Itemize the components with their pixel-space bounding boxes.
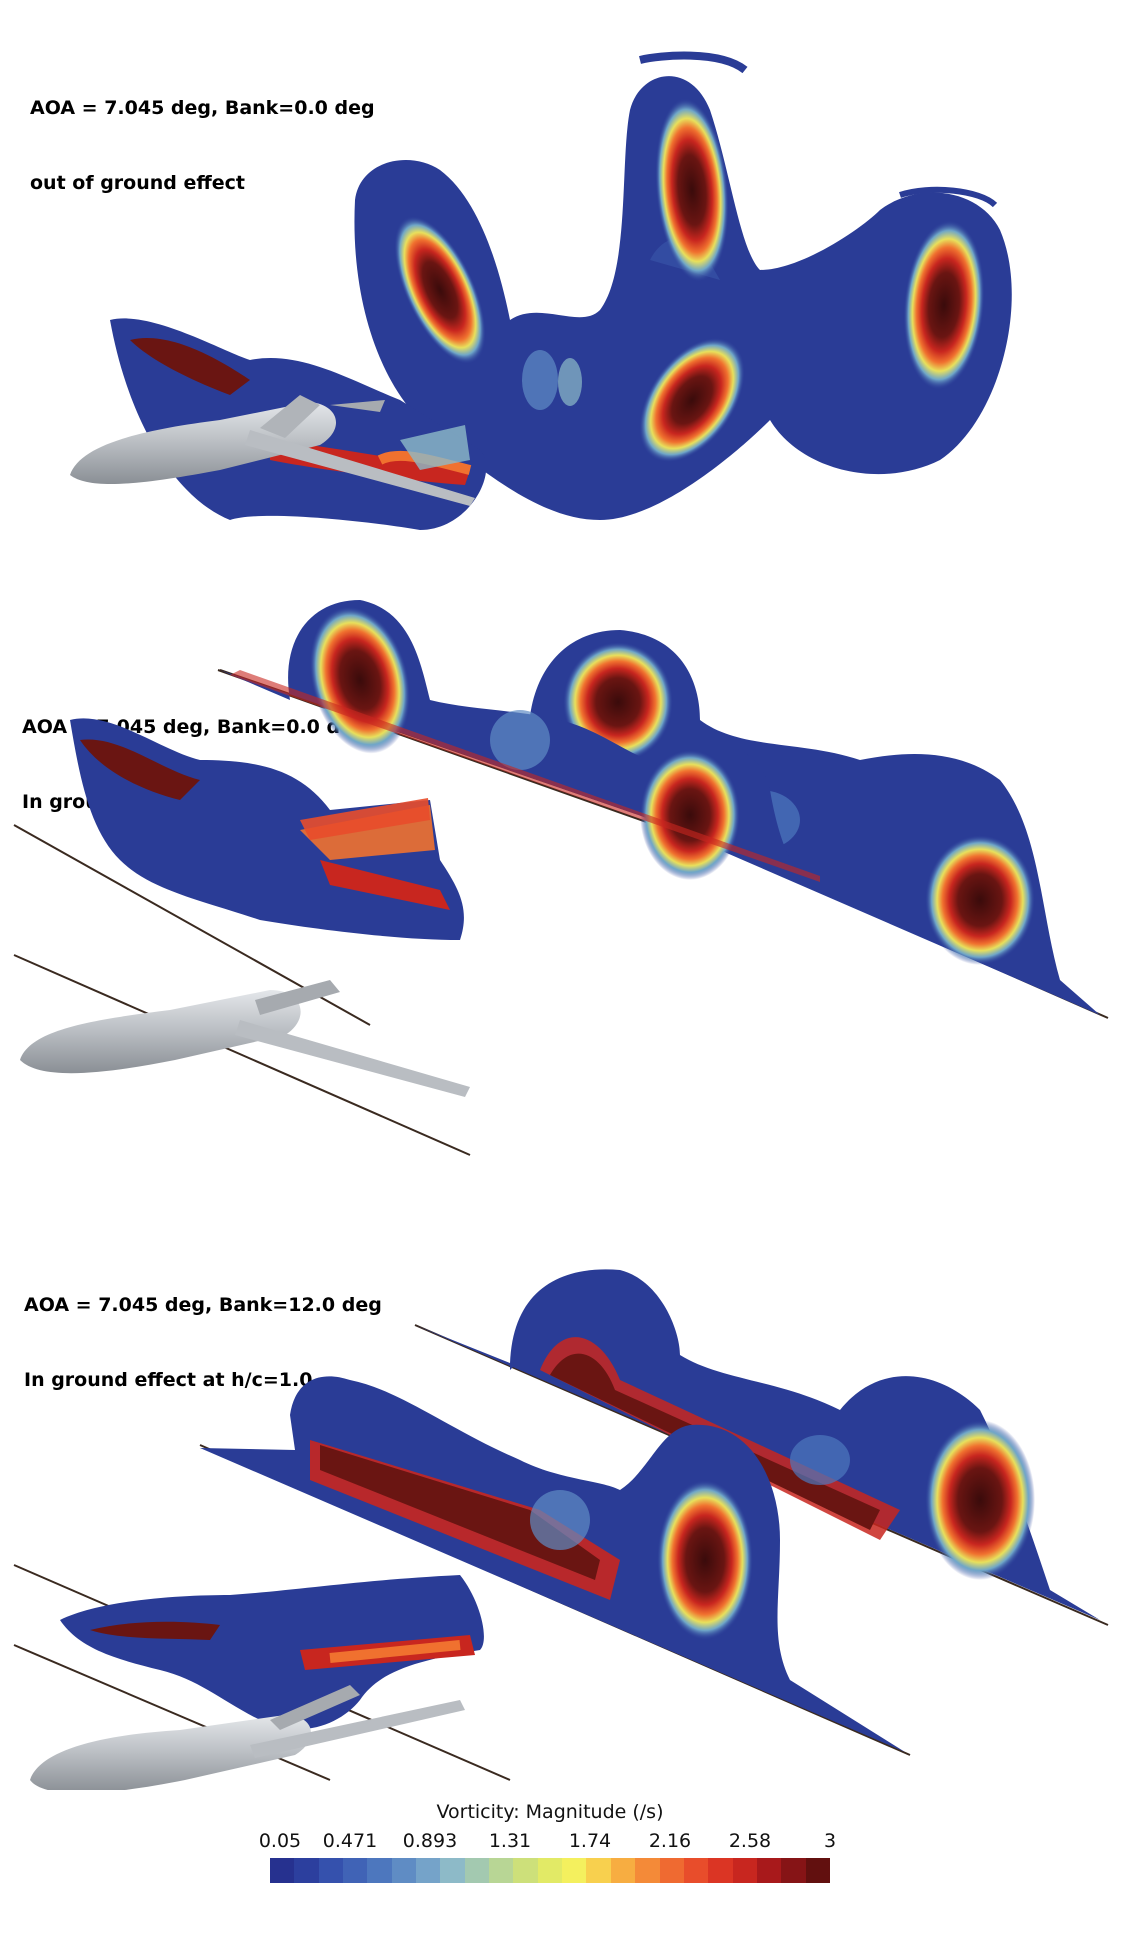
wake-plane-far [415,1269,1100,1620]
panel-ground-effect-bank-12: AOA = 7.045 deg, Bank=12.0 deg In ground… [0,1180,1122,1790]
colorbar-swatch [416,1858,441,1883]
wake-plane-near [200,1376,905,1752]
caption-line-1: AOA = 7.045 deg, Bank=12.0 deg [24,1294,382,1316]
panel-ground-effect-bank-0: AOA = 7.045 deg, Bank=0.0 deg In ground … [0,560,1122,1180]
colorbar-swatch [732,1858,757,1883]
colorbar-swatch [586,1858,611,1883]
vorticity-plot-2 [13,600,1109,1156]
colorbar-swatch [270,1858,295,1883]
aircraft-model [20,718,470,1097]
colorbar-tick-label: 2.58 [728,1830,772,1852]
colorbar-swatch [537,1858,563,1883]
caption-line-2: In ground effect at h/c=1.0 [24,1369,313,1391]
colorbar-swatch [756,1858,782,1883]
panel-caption: AOA = 7.045 deg, Bank=0.0 deg out of gro… [30,46,375,246]
colorbar-swatch [440,1858,465,1883]
colorbar [270,1858,830,1883]
vorticity-plot-3 [13,1269,1109,1790]
colorbar-tick-label: 2.16 [648,1830,692,1852]
wake-vortex-field [354,51,1012,520]
colorbar-swatch [513,1858,538,1883]
colorbar-title: Vorticity: Magnitude (/s) [436,1801,664,1823]
colorbar-tick-label: 1.31 [488,1830,532,1852]
colorbar-tick-label: 3 [823,1830,837,1852]
caption-line-2: out of ground effect [30,172,246,194]
wake-plane-near [220,600,820,882]
colorbar-swatch [659,1858,684,1883]
colorbar-tick-label: 0.471 [322,1830,378,1852]
colorbar-swatch [610,1858,636,1883]
caption-line-1: AOA = 7.045 deg, Bank=0.0 deg [30,97,375,119]
colorbar-swatch [781,1858,806,1883]
aircraft-model [70,318,487,530]
colorbar-swatch [464,1858,490,1883]
colorbar-swatch [343,1858,368,1883]
colorbar-swatch [708,1858,733,1883]
panel-caption: AOA = 7.045 deg, Bank=12.0 deg In ground… [24,1243,382,1443]
colorbar-tick-label: 0.05 [258,1830,302,1852]
colorbar-swatch [562,1858,587,1883]
vorticity-plot-1 [70,51,1012,530]
colorbar-swatch [367,1858,392,1883]
colorbar-swatch [318,1858,344,1883]
panel-out-of-ground-effect: AOA = 7.045 deg, Bank=0.0 deg out of gro… [0,0,1122,560]
colorbar-swatch [391,1858,417,1883]
colorbar-swatch [683,1858,709,1883]
aircraft-model [30,1575,484,1790]
colorbar-tick-label: 0.893 [402,1830,458,1852]
colorbar-swatch [294,1858,319,1883]
colorbar-tick-label: 1.74 [568,1830,612,1852]
colorbar-swatch [489,1858,514,1883]
colorbar-swatch [635,1858,660,1883]
colorbar-swatch [805,1858,830,1883]
